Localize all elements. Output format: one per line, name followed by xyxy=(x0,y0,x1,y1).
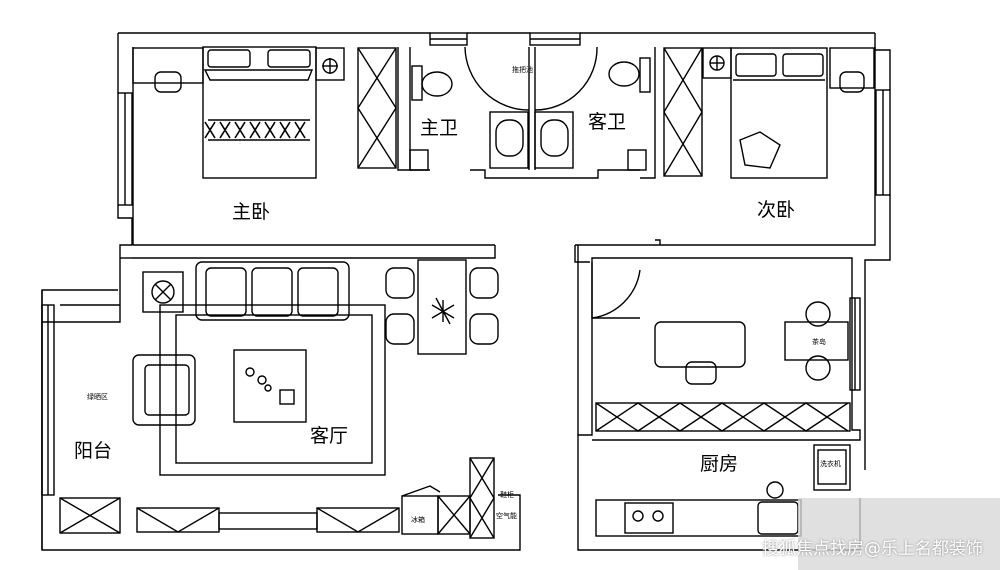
master-wardrobe xyxy=(357,47,397,169)
interior-walls xyxy=(120,47,861,495)
second-nightstand xyxy=(702,47,732,79)
second-desk xyxy=(829,47,875,93)
fridge-cabinet xyxy=(401,485,471,535)
kitchen-counter xyxy=(595,481,802,537)
fridge-label: 冰箱 xyxy=(411,515,425,524)
room-label-master-bath: 主卫 xyxy=(420,117,458,139)
watermark-band xyxy=(798,498,1000,570)
second-bed xyxy=(730,47,828,179)
kitchen-door xyxy=(591,262,641,319)
sofa xyxy=(195,261,350,321)
master-bed-pattern xyxy=(204,121,306,139)
guest-basin xyxy=(534,111,574,169)
tv-cabinet xyxy=(59,497,400,534)
master-nightstand xyxy=(315,47,345,81)
room-label-second-bedroom: 次卧 xyxy=(757,199,795,221)
outer-walls xyxy=(41,32,891,551)
shoe-cabinet xyxy=(469,457,495,539)
room-label-living-room: 客厅 xyxy=(310,425,348,447)
side-table xyxy=(142,271,184,313)
dining-label: 茶岛 xyxy=(812,337,826,346)
master-desk xyxy=(132,47,204,93)
washer xyxy=(813,444,851,491)
master-toilet xyxy=(411,65,453,101)
armchair xyxy=(132,354,196,426)
bath-doors xyxy=(464,46,598,111)
master-bed xyxy=(202,46,317,179)
drying-area-label: 绿晒区 xyxy=(87,392,108,401)
ac-unit-label: 空气能 xyxy=(496,511,517,520)
room-label-kitchen: 厨房 xyxy=(700,453,738,475)
coffee-table xyxy=(233,349,307,423)
bath-shower-bases xyxy=(409,149,647,171)
living-rug xyxy=(159,304,386,476)
kitchen-upper-cabinets xyxy=(595,402,851,432)
master-basin xyxy=(489,111,529,169)
washer-label: 洗衣机 xyxy=(820,459,841,468)
room-label-balcony: 阳台 xyxy=(74,440,112,462)
kitchen-dining xyxy=(784,301,849,381)
room-label-guest-bath: 客卫 xyxy=(588,111,626,133)
mop-pool-label: 拖把池 xyxy=(512,65,533,74)
shoe-cabinet-label: 鞋柜 xyxy=(500,490,514,499)
kitchen-island xyxy=(654,321,746,385)
top-windows xyxy=(41,32,891,496)
dining-table xyxy=(385,259,499,355)
second-wardrobe xyxy=(663,47,703,177)
room-label-master-bedroom: 主卧 xyxy=(232,201,270,223)
watermark-text: 搜狐焦点找房@乐上名都装饰 xyxy=(762,539,983,559)
guest-toilet xyxy=(608,57,651,93)
